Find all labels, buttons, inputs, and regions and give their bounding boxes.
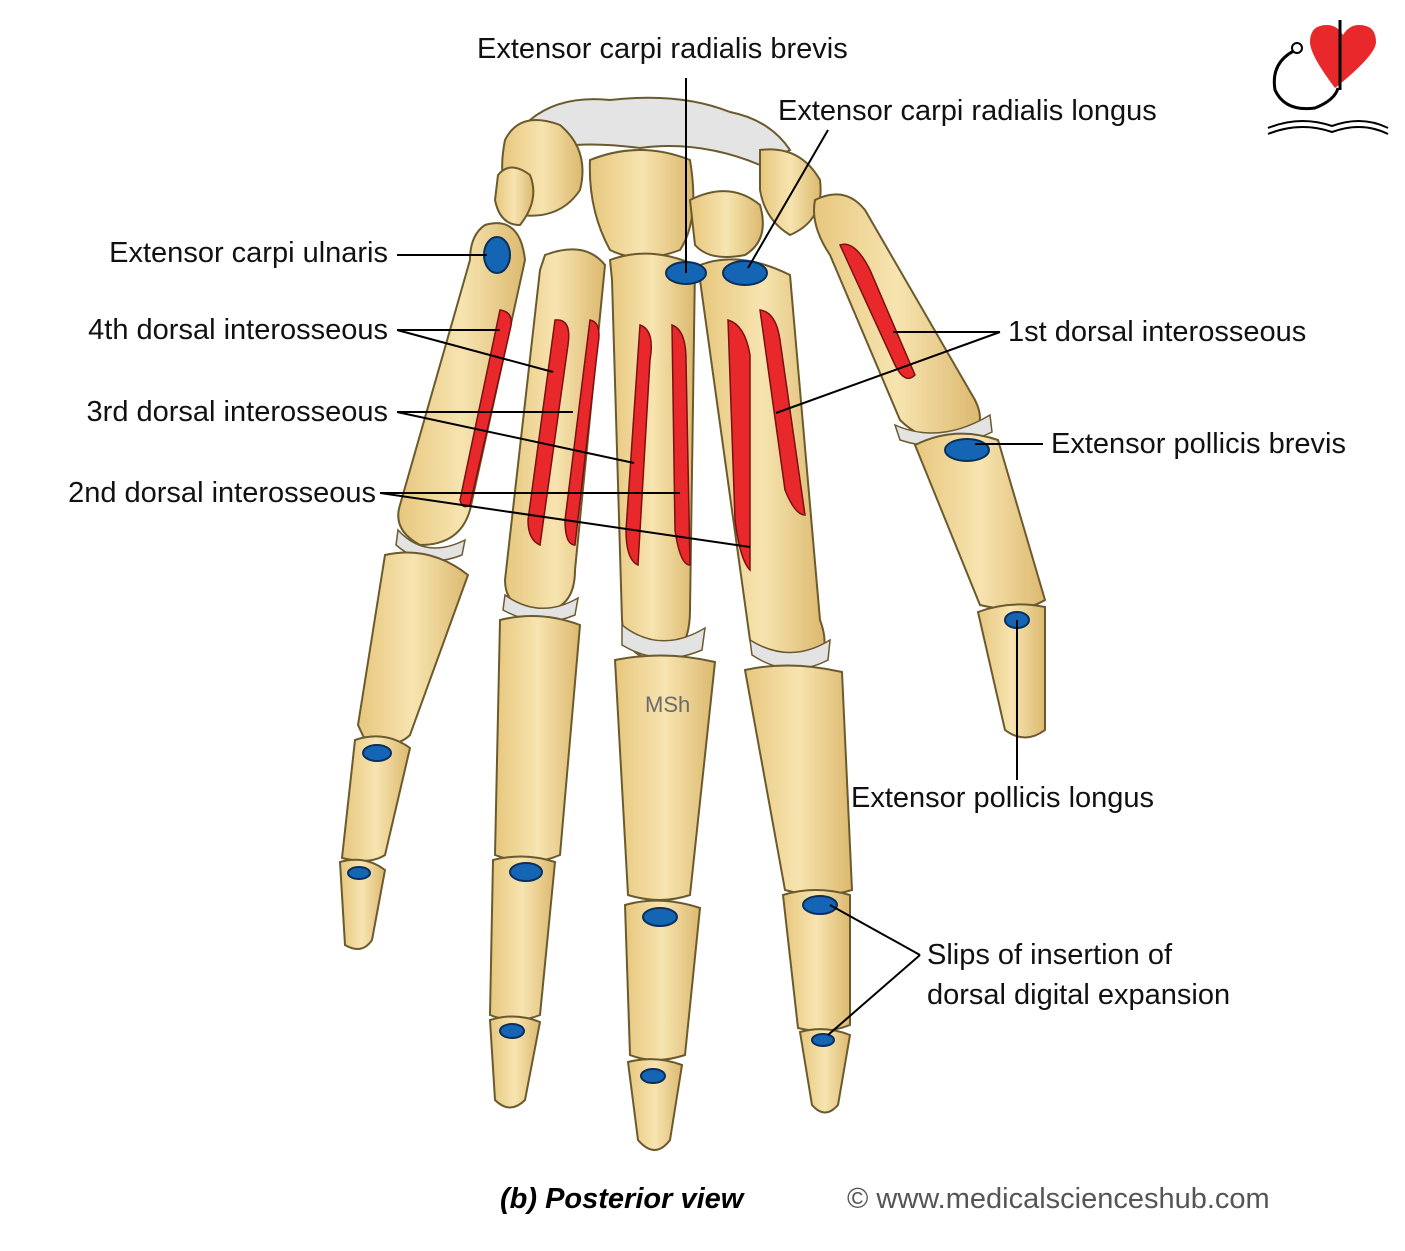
carpal-bones [493, 96, 822, 259]
di1-origin-mc1 [838, 243, 916, 380]
di2-origin-mc2 [727, 318, 751, 572]
di1-origin-mc2 [759, 309, 806, 516]
dorsal-interossei-origins [459, 243, 916, 572]
ecrl-insertion [722, 260, 768, 286]
di4-origin-mc5 [459, 309, 512, 508]
slip-mid-4 [509, 862, 543, 882]
logo [1267, 20, 1389, 135]
slip-mid-5 [362, 744, 392, 762]
slip-mid-3 [642, 907, 678, 927]
middle-phalanx-3 [623, 899, 702, 1061]
di4-origin-mc4 [527, 319, 570, 547]
di3-origin-mc3 [625, 323, 652, 567]
proximal-phalanx-3 [613, 654, 717, 901]
label-extensor-pollicis-brevis: Extensor pollicis brevis [1051, 428, 1346, 460]
distal-phalanx-3 [626, 1058, 684, 1151]
capitate [588, 149, 695, 259]
di2-origin-mc3 [671, 323, 691, 566]
triquetrum [493, 166, 535, 227]
label-extensor-carpi-radialis-longus: Extensor carpi radialis longus [778, 95, 1157, 127]
label-slips-line-1: Slips of insertion of [927, 939, 1173, 971]
watermark: MSh [645, 692, 691, 717]
ecu-insertion [483, 236, 511, 274]
copyright-notice: © www.medicalscienceshub.com [847, 1183, 1270, 1215]
di3-origin-mc4 [564, 319, 600, 546]
label-1st-dorsal-interosseous: 1st dorsal interosseous [1008, 316, 1307, 348]
slip-dist-3 [640, 1068, 666, 1084]
trapezoid [688, 190, 764, 258]
distal-phalanx-5 [338, 858, 387, 950]
stethoscope-icon [1272, 46, 1340, 111]
cartilage-caps [395, 413, 993, 670]
proximal-phalanx-5 [356, 551, 470, 745]
label-4th-dorsal-interosseous: 4th dorsal interosseous [88, 314, 388, 346]
distal-phalanx-2 [798, 1028, 852, 1114]
label-slips-line-2: dorsal digital expansion [927, 979, 1231, 1011]
open-book-icon [1267, 119, 1389, 135]
slip-dist-5 [347, 866, 371, 880]
proximal-phalanx-2 [743, 664, 854, 896]
distal-phalanx-1 [976, 603, 1046, 739]
trapezium [759, 148, 822, 237]
leader-lines [379, 78, 1043, 1036]
slip-dist-2 [811, 1033, 835, 1047]
distal-phalanx-4 [488, 1015, 542, 1109]
cartilage-top [528, 96, 792, 167]
heart-icon [1310, 25, 1376, 88]
proximal-phalanx-4 [493, 615, 582, 863]
slip-dist-4 [499, 1023, 525, 1039]
label-extensor-carpi-ulnaris: Extensor carpi ulnaris [109, 237, 388, 269]
metacarpal-1 [813, 193, 981, 442]
label-2nd-dorsal-interosseous: 2nd dorsal interosseous [68, 477, 376, 509]
phalanges [338, 432, 1047, 1151]
label-extensor-pollicis-longus: Extensor pollicis longus [851, 782, 1155, 814]
tendon-insertions [347, 236, 1030, 1084]
label-extensor-carpi-radialis-brevis: Extensor carpi radialis brevis [477, 33, 848, 65]
label-3rd-dorsal-interosseous: 3rd dorsal interosseous [86, 396, 388, 428]
slip-mid-2 [802, 895, 838, 915]
figure-caption: (b) Posterior view [500, 1183, 744, 1215]
epb-insertion [944, 438, 990, 462]
